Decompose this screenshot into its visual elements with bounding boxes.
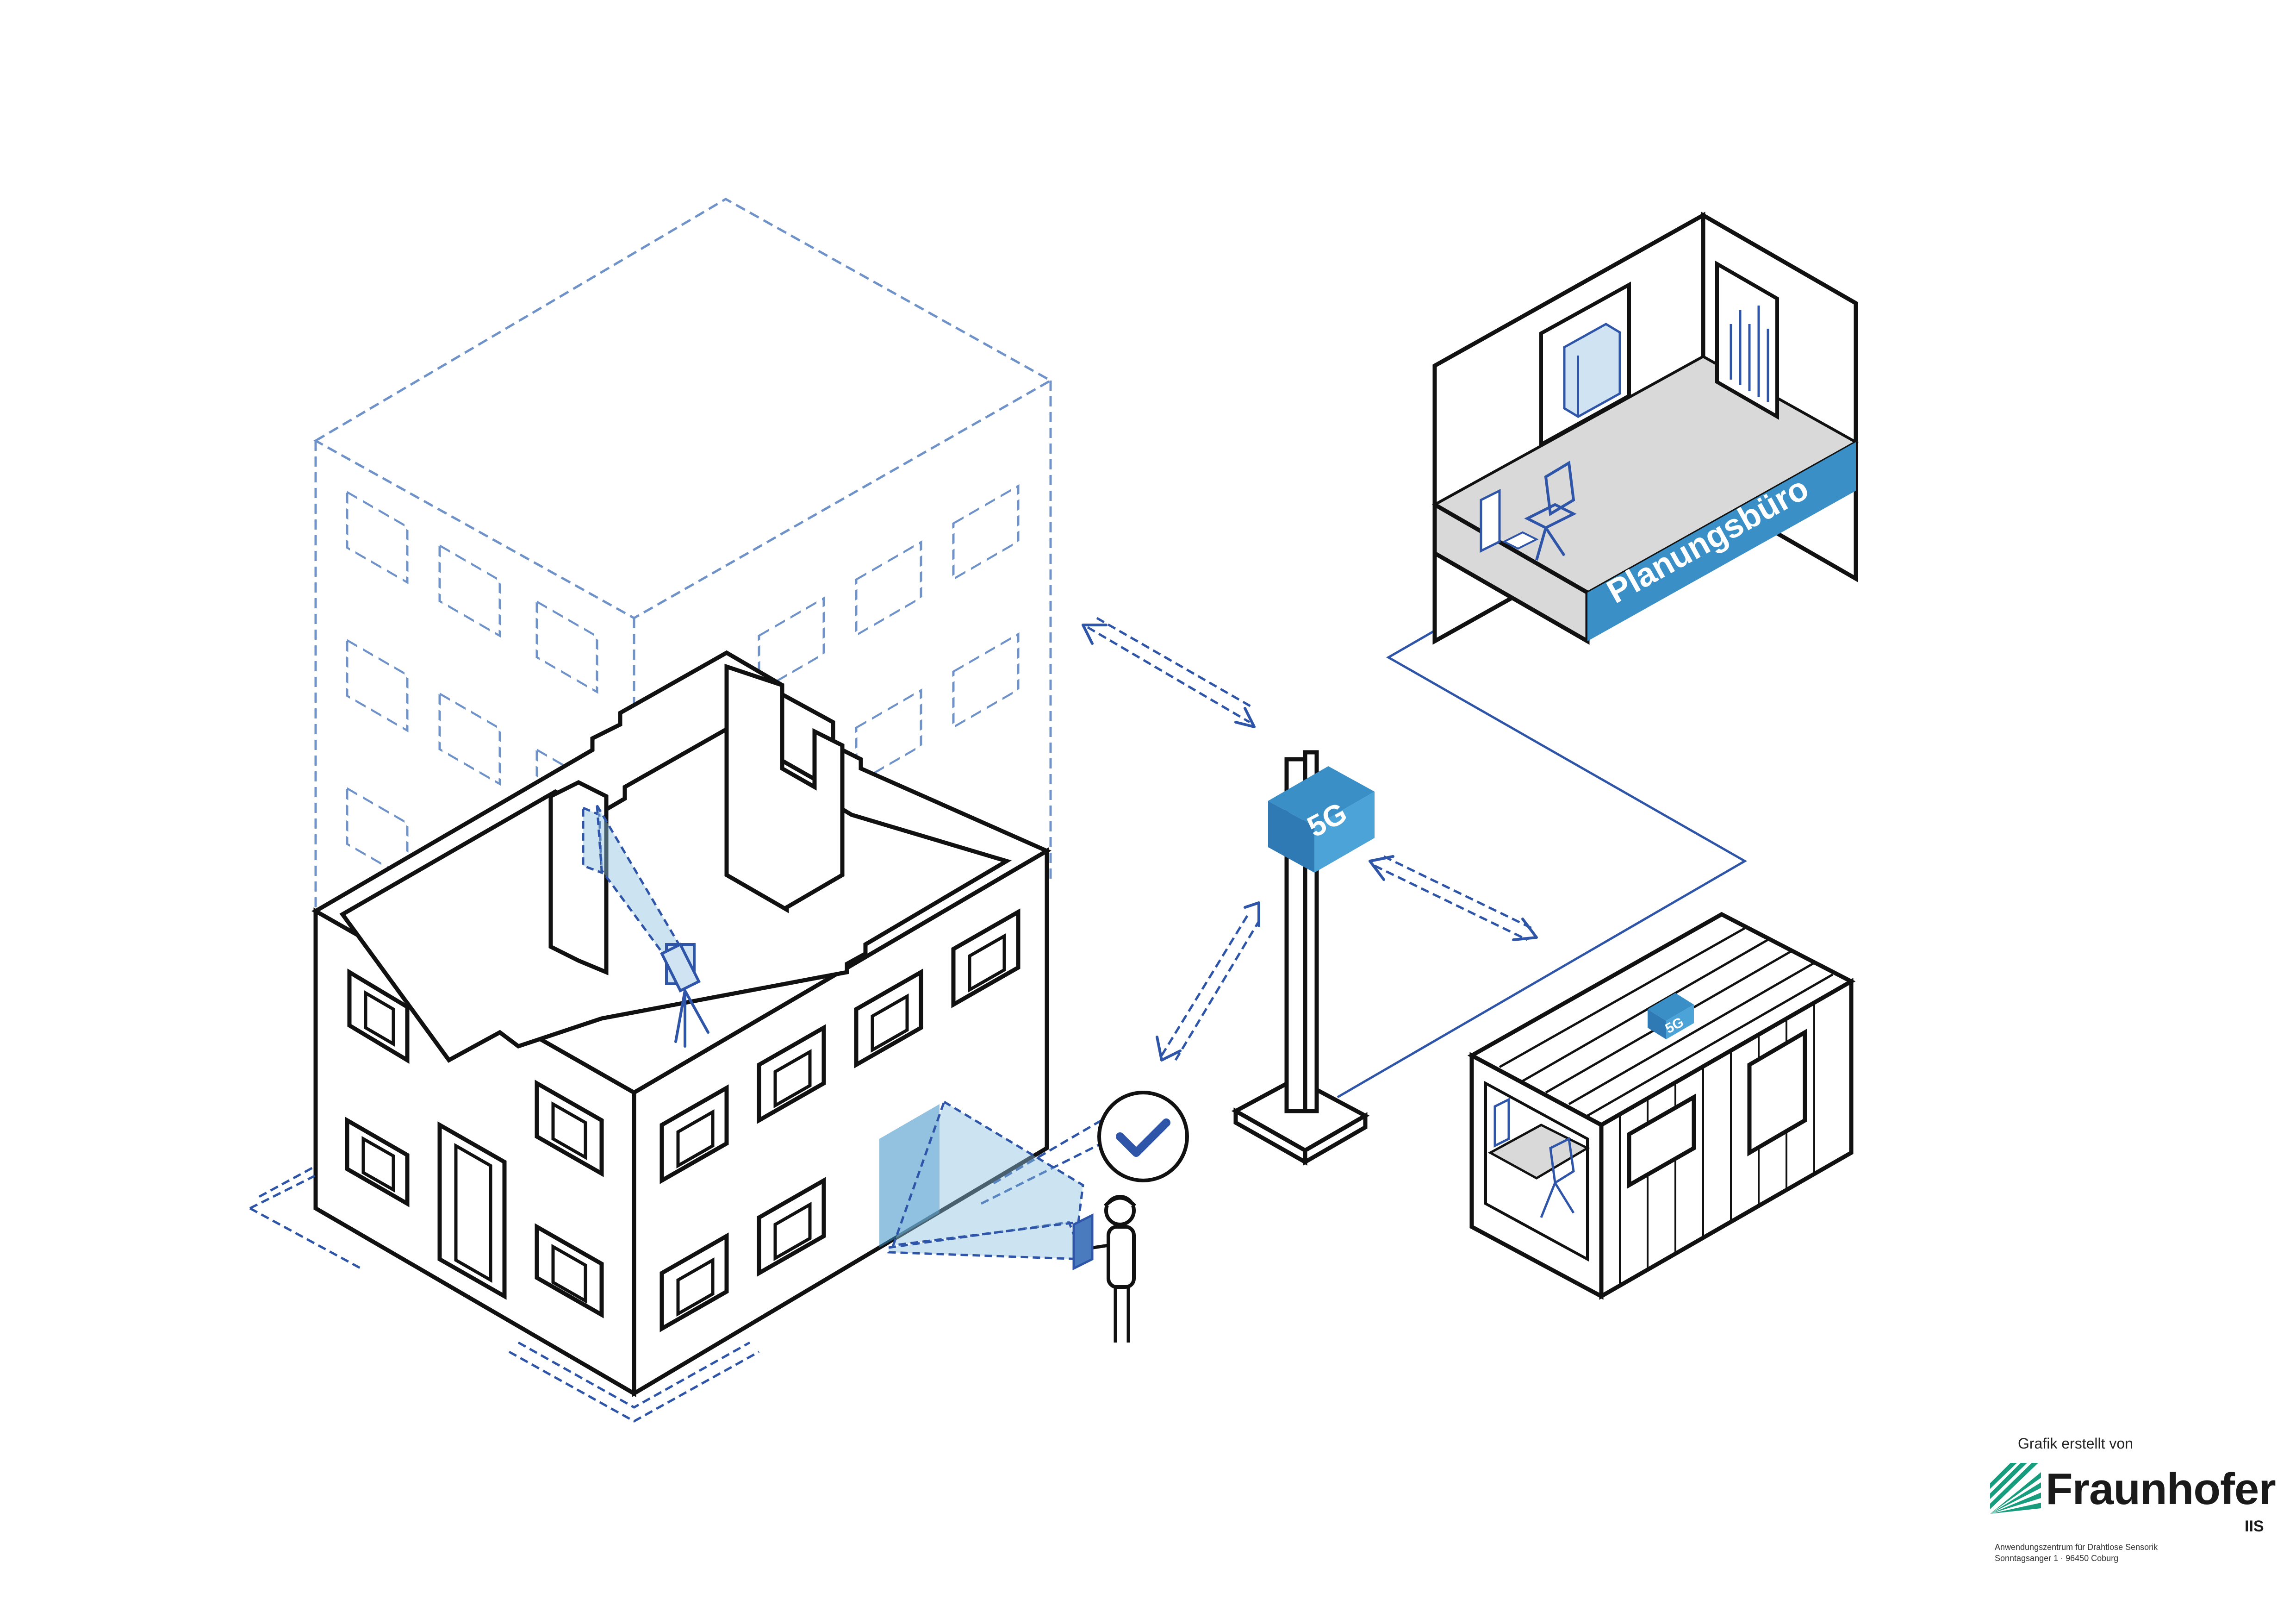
- check-circle: [1097, 1091, 1189, 1182]
- credit-address-line2: Sonntagsanger 1 · 96450 Coburg: [1995, 1554, 2119, 1563]
- interior-wall-left: [548, 780, 609, 975]
- office-sign-plate: [1587, 442, 1856, 641]
- ground-marks: [249, 1119, 1102, 1423]
- building-windows-right: [660, 908, 1020, 1332]
- construction-building: [311, 650, 1052, 1397]
- 5g-tower: 5G: [1231, 750, 1375, 1166]
- credit-address-line1: Anwendungszentrum für Drahtlose Sensorik: [1995, 1543, 2158, 1552]
- container-chair: [1540, 1137, 1575, 1218]
- container-5g-box: [1648, 993, 1694, 1021]
- office-chair: [1524, 461, 1577, 561]
- link-arrow-building-tower: [1082, 617, 1256, 728]
- laser-scanner: [582, 805, 709, 1048]
- office-keyboard: [1502, 531, 1539, 550]
- worker-body: [1107, 1225, 1136, 1289]
- site-container: 5G: [1467, 912, 1856, 1300]
- link-arrow-tower-worker: [1156, 901, 1260, 1062]
- fraunhofer-logo-icon: [1990, 1463, 2041, 1514]
- building-picture-icon: [1563, 323, 1621, 418]
- chart-picture-icon: [1730, 306, 1769, 402]
- credit-created-by: Grafik erstellt von: [2018, 1435, 2133, 1452]
- scanned-door: [879, 1104, 940, 1248]
- container-door: [1747, 1029, 1807, 1156]
- check-badge: [1097, 1091, 1189, 1182]
- credit-unit: IIS: [2245, 1518, 2264, 1535]
- interior-wall-right: [724, 663, 845, 913]
- office-monitor: [1480, 488, 1501, 553]
- tower-5g-box: [1268, 766, 1375, 826]
- worker-with-tablet: [887, 1100, 1136, 1343]
- check-icon: [1116, 1118, 1170, 1157]
- link-arrow-tower-container: [1369, 855, 1538, 941]
- container-monitor: [1493, 1097, 1510, 1148]
- planning-office: Planungsbüro: [1431, 212, 1859, 645]
- credit-brand: Fraunhofer: [2046, 1464, 2276, 1514]
- radio-link-arrows: [1082, 617, 1538, 1062]
- container-window: [1627, 1093, 1696, 1189]
- tablet: [1072, 1213, 1094, 1271]
- building-windows-left: [345, 968, 604, 1318]
